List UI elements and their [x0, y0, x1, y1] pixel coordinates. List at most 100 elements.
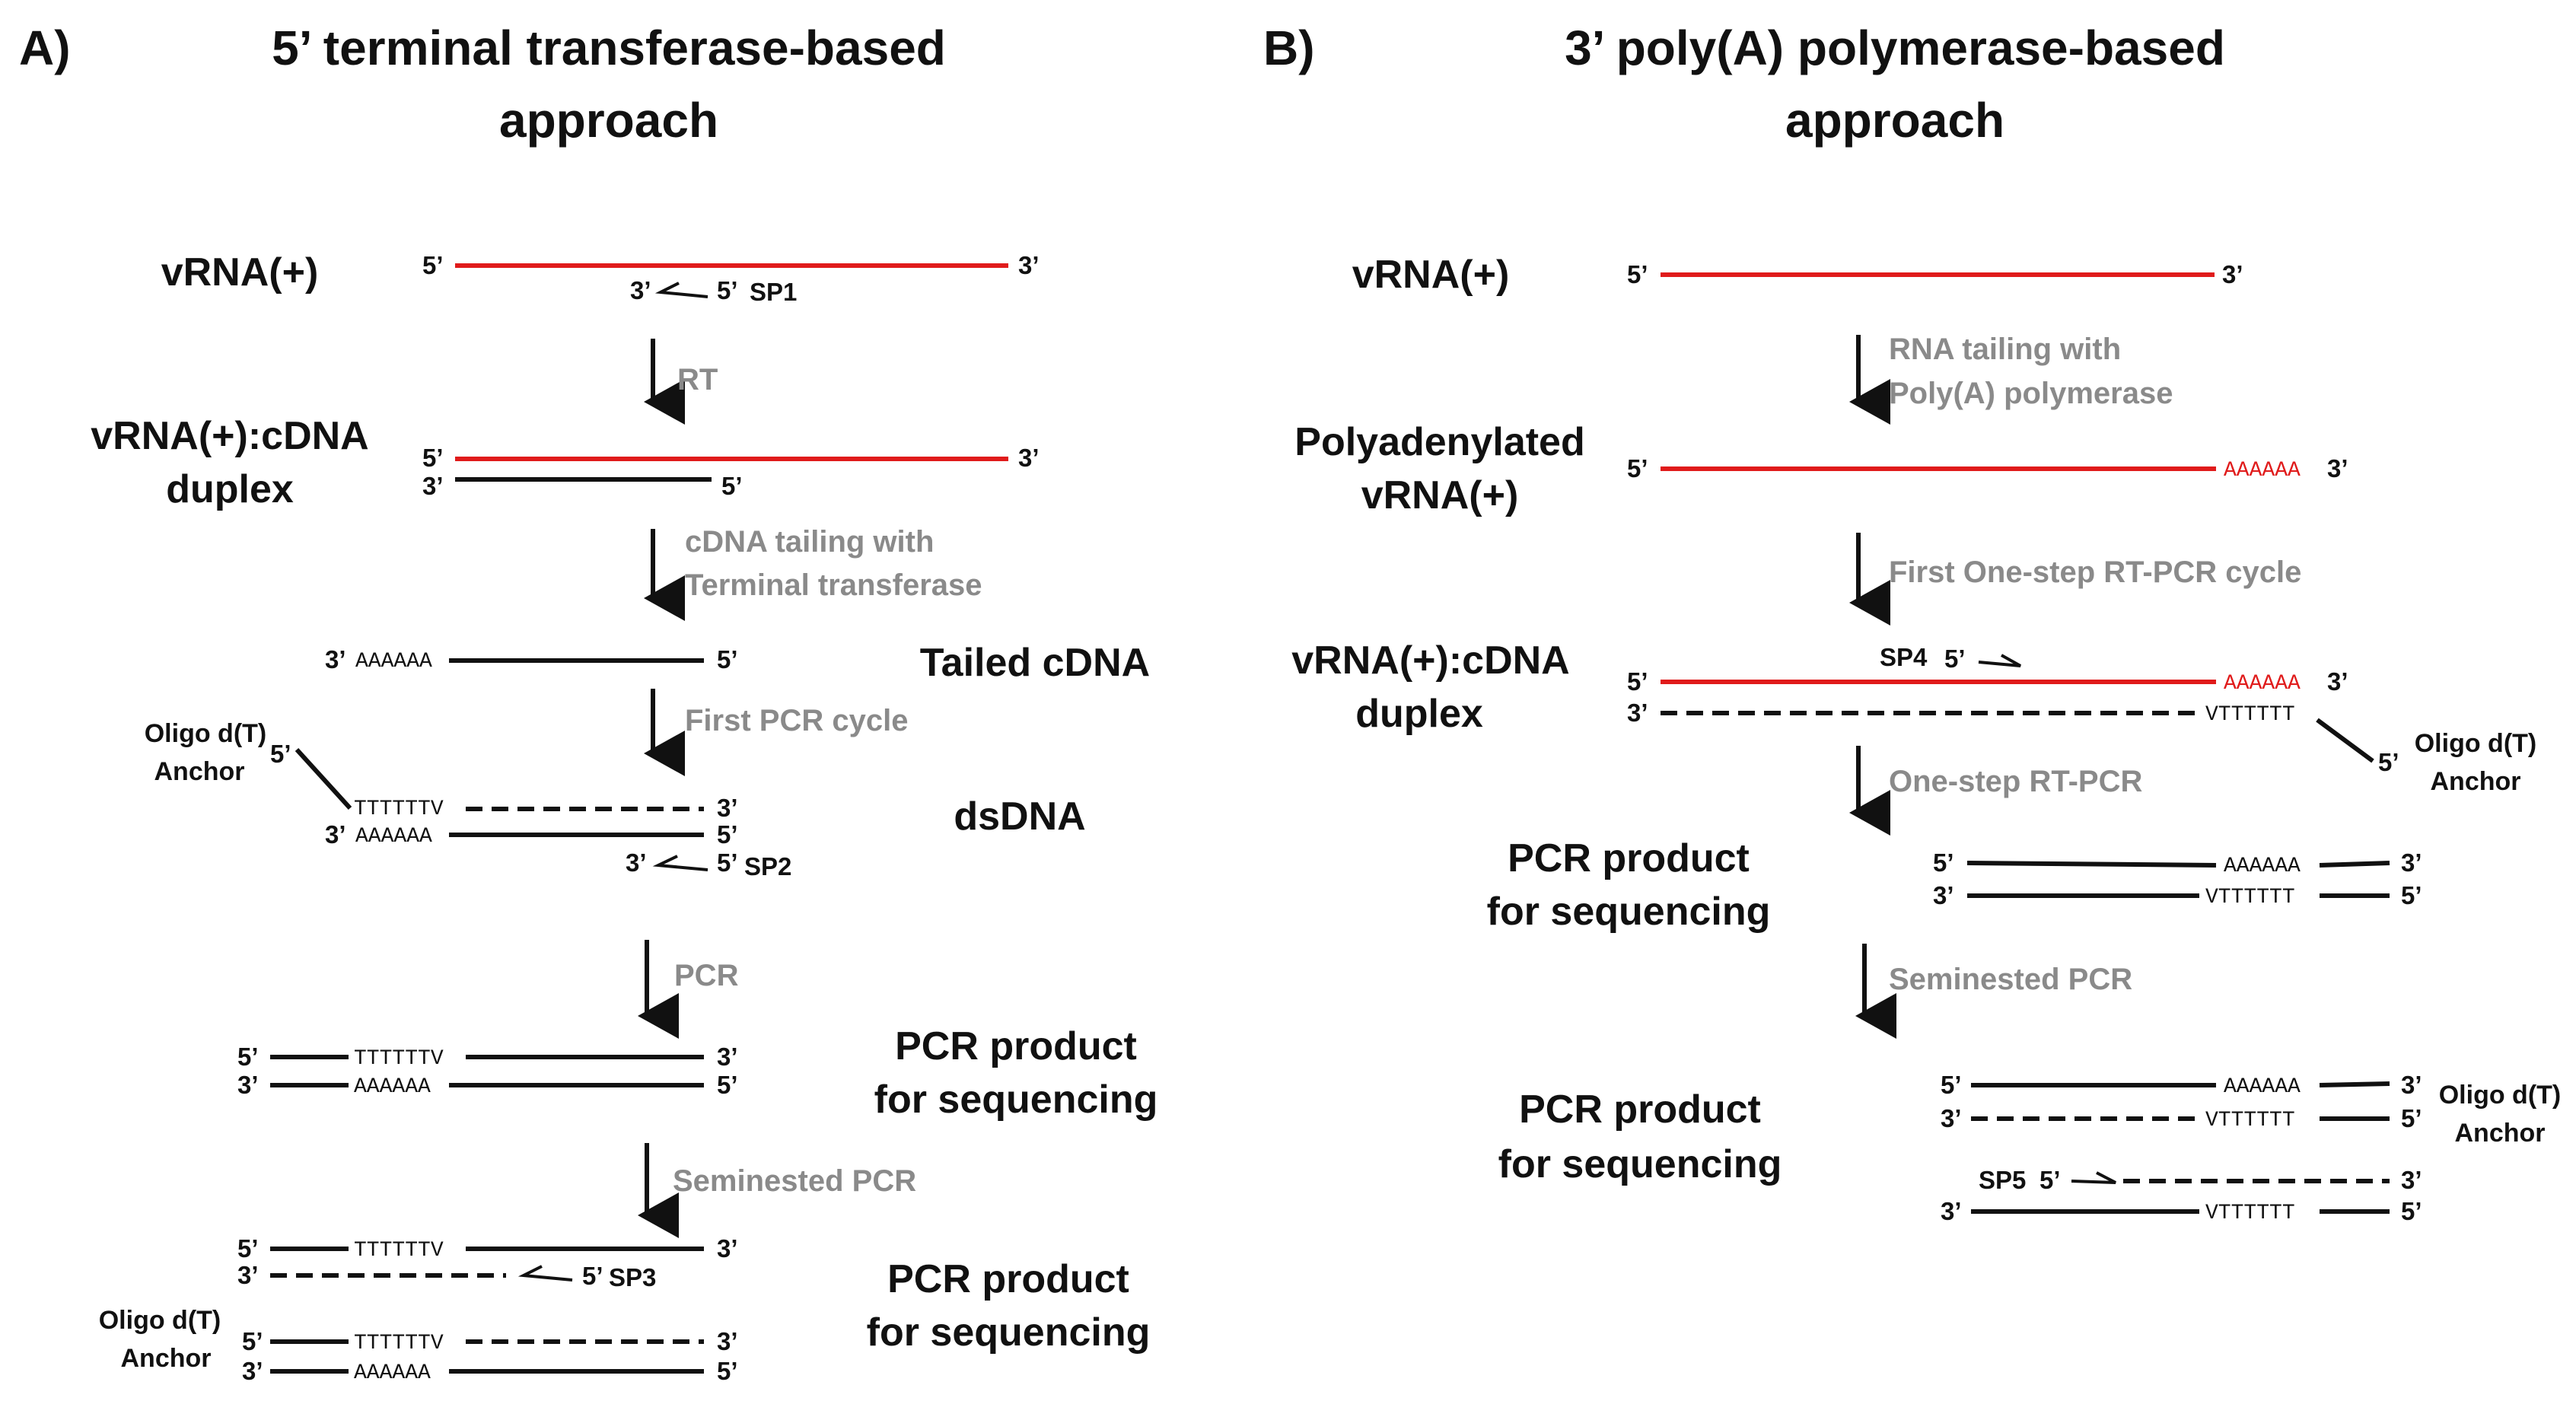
label-pcr-product-line2: for sequencing	[874, 1078, 1158, 1122]
oligo-dt-sequence: VTTTTTT	[2205, 1109, 2295, 1132]
poly-a-tail: AAAAAA	[354, 1361, 431, 1385]
end-3prime: 3’	[2222, 260, 2243, 288]
oligo-dt-sequence: VTTTTTT	[2205, 886, 2295, 909]
end-5prime: 5’	[1941, 1071, 1962, 1099]
end-3prime: 3’	[1018, 444, 1040, 472]
end-3prime: 3’	[325, 820, 346, 849]
end-3prime: 3’	[1941, 1104, 1962, 1132]
panel-a: A) 5’ terminal transferase-based approac…	[19, 21, 1157, 1385]
end-5prime: 5’	[717, 820, 738, 849]
step-cdna-tailing: cDNA tailing with	[685, 525, 934, 559]
step-rna-tailing-line2: Poly(A) polymerase	[1889, 377, 2173, 410]
label-polyadenylated-line2: vRNA(+)	[1361, 473, 1519, 517]
end-5prime: 5’	[1933, 849, 1954, 877]
end-5prime: 5’	[717, 645, 738, 673]
label-polyadenylated: Polyadenylated	[1294, 420, 1584, 464]
end-3prime: 3’	[717, 1043, 738, 1071]
label-duplex-line2: duplex	[166, 467, 294, 511]
end-3prime: 3’	[1627, 699, 1648, 727]
dna-strand	[2319, 861, 2390, 868]
oligo-dt-anchor-label-line2: Anchor	[2431, 767, 2521, 796]
primer-sp1-label: SP1	[750, 278, 797, 306]
panel-b-title-line2: approach	[1785, 93, 2004, 148]
end-5prime: 5’	[1627, 667, 1648, 696]
panel-a-title: 5’ terminal transferase-based	[272, 21, 946, 75]
end-3prime: 3’	[2401, 1071, 2422, 1099]
end-5prime: 5’	[721, 472, 743, 500]
step-rna-tailing: RNA tailing with	[1889, 333, 2121, 366]
end-5prime: 5’	[2401, 1197, 2422, 1225]
label-vrna: vRNA(+)	[1352, 253, 1510, 297]
label-vrna: vRNA(+)	[161, 250, 319, 295]
poly-a-tail: AAAAAA	[2224, 855, 2301, 878]
end-3prime: 3’	[325, 645, 346, 673]
end-5prime: 5’	[1627, 260, 1648, 288]
anchor-tail-line	[2316, 718, 2374, 763]
end-5prime: 5’	[242, 1327, 263, 1355]
label-duplex-line2: duplex	[1355, 692, 1483, 736]
oligo-dt-anchor-label-line2: Anchor	[121, 1344, 212, 1373]
dna-strand	[2319, 1081, 2390, 1087]
oligo-dt-anchor-label-line2: Anchor	[2455, 1119, 2546, 1148]
end-5prime: 5’	[237, 1234, 259, 1262]
oligo-dt-anchor-label: Oligo d(T)	[145, 719, 267, 748]
panel-a-letter: A)	[19, 21, 71, 75]
end-5prime: 5’	[2378, 748, 2399, 776]
primer-sp3-arrow	[517, 1265, 573, 1282]
label-pcr-product: PCR product	[1519, 1087, 1761, 1132]
oligo-dt-anchor-label: Oligo d(T)	[2439, 1081, 2562, 1110]
step-cdna-tailing-line2: Terminal transferase	[685, 568, 982, 602]
end-5prime: 5’	[717, 276, 738, 304]
label-dsdna: dsDNA	[954, 794, 1085, 839]
primer-sp2-label: SP2	[744, 852, 791, 880]
oligo-dt-anchor-label: Oligo d(T)	[99, 1306, 221, 1335]
label-pcr-product: PCR product	[887, 1257, 1129, 1301]
end-5prime: 5’	[717, 1071, 738, 1099]
oligo-dt-sequence: TTTTTTV	[354, 1332, 444, 1355]
oligo-dt-sequence: VTTTTTT	[2205, 1202, 2295, 1225]
primer-sp3-label: SP3	[609, 1263, 656, 1291]
step-pcr: PCR	[674, 959, 739, 992]
end-3prime: 3’	[2401, 849, 2422, 877]
label-pcr-product: PCR product	[895, 1024, 1137, 1068]
step-seminested-pcr: Seminested PCR	[1889, 963, 2132, 996]
label-pcr-product: PCR product	[1508, 836, 1750, 880]
primer-sp5-arrow	[2071, 1171, 2116, 1184]
poly-a-tail: AAAAAA	[2224, 1075, 2301, 1099]
primer-sp1-arrow	[654, 282, 708, 298]
end-5prime: 5’	[717, 1357, 738, 1385]
primer-sp2-arrow	[652, 855, 708, 871]
end-3prime: 3’	[1018, 251, 1040, 279]
end-3prime: 3’	[717, 1327, 738, 1355]
step-rtpcr: One-step RT-PCR	[1889, 765, 2142, 798]
oligo-dt-anchor-label-line2: Anchor	[154, 757, 245, 786]
panel-b-title: 3’ poly(A) polymerase-based	[1565, 21, 2225, 75]
end-5prime: 5’	[717, 849, 738, 877]
panel-a-title-line2: approach	[499, 93, 718, 148]
label-pcr-product-line2: for sequencing	[1498, 1142, 1782, 1186]
poly-a-tail: AAAAAA	[2224, 459, 2301, 482]
end-5prime: 5’	[2401, 1104, 2422, 1132]
poly-a-tail: AAAAAA	[2224, 672, 2301, 696]
oligo-dt-anchor-label: Oligo d(T)	[2415, 729, 2537, 758]
end-3prime: 3’	[2327, 667, 2348, 696]
step-first-pcr: First PCR cycle	[685, 704, 908, 737]
end-3prime: 3’	[717, 794, 738, 822]
end-3prime: 3’	[630, 276, 651, 304]
end-5prime: 5’	[1627, 454, 1648, 482]
end-5prime: 5’	[422, 251, 444, 279]
end-5prime: 5’	[1944, 645, 1966, 673]
end-5prime: 5’	[422, 444, 444, 472]
end-5prime: 5’	[2039, 1166, 2061, 1194]
oligo-dt-sequence: TTTTTTV	[354, 798, 444, 821]
label-pcr-product-line2: for sequencing	[1487, 890, 1771, 934]
end-3prime: 3’	[422, 472, 444, 500]
end-3prime: 3’	[1933, 881, 1954, 909]
label-pcr-product-line2: for sequencing	[867, 1310, 1151, 1355]
panel-b: B) 3’ poly(A) polymerase-based approach …	[1263, 21, 2561, 1225]
end-5prime: 5’	[2401, 881, 2422, 909]
end-3prime: 3’	[242, 1357, 263, 1385]
step-seminested-pcr: Seminested PCR	[673, 1164, 916, 1198]
dna-strand	[1966, 861, 2217, 868]
